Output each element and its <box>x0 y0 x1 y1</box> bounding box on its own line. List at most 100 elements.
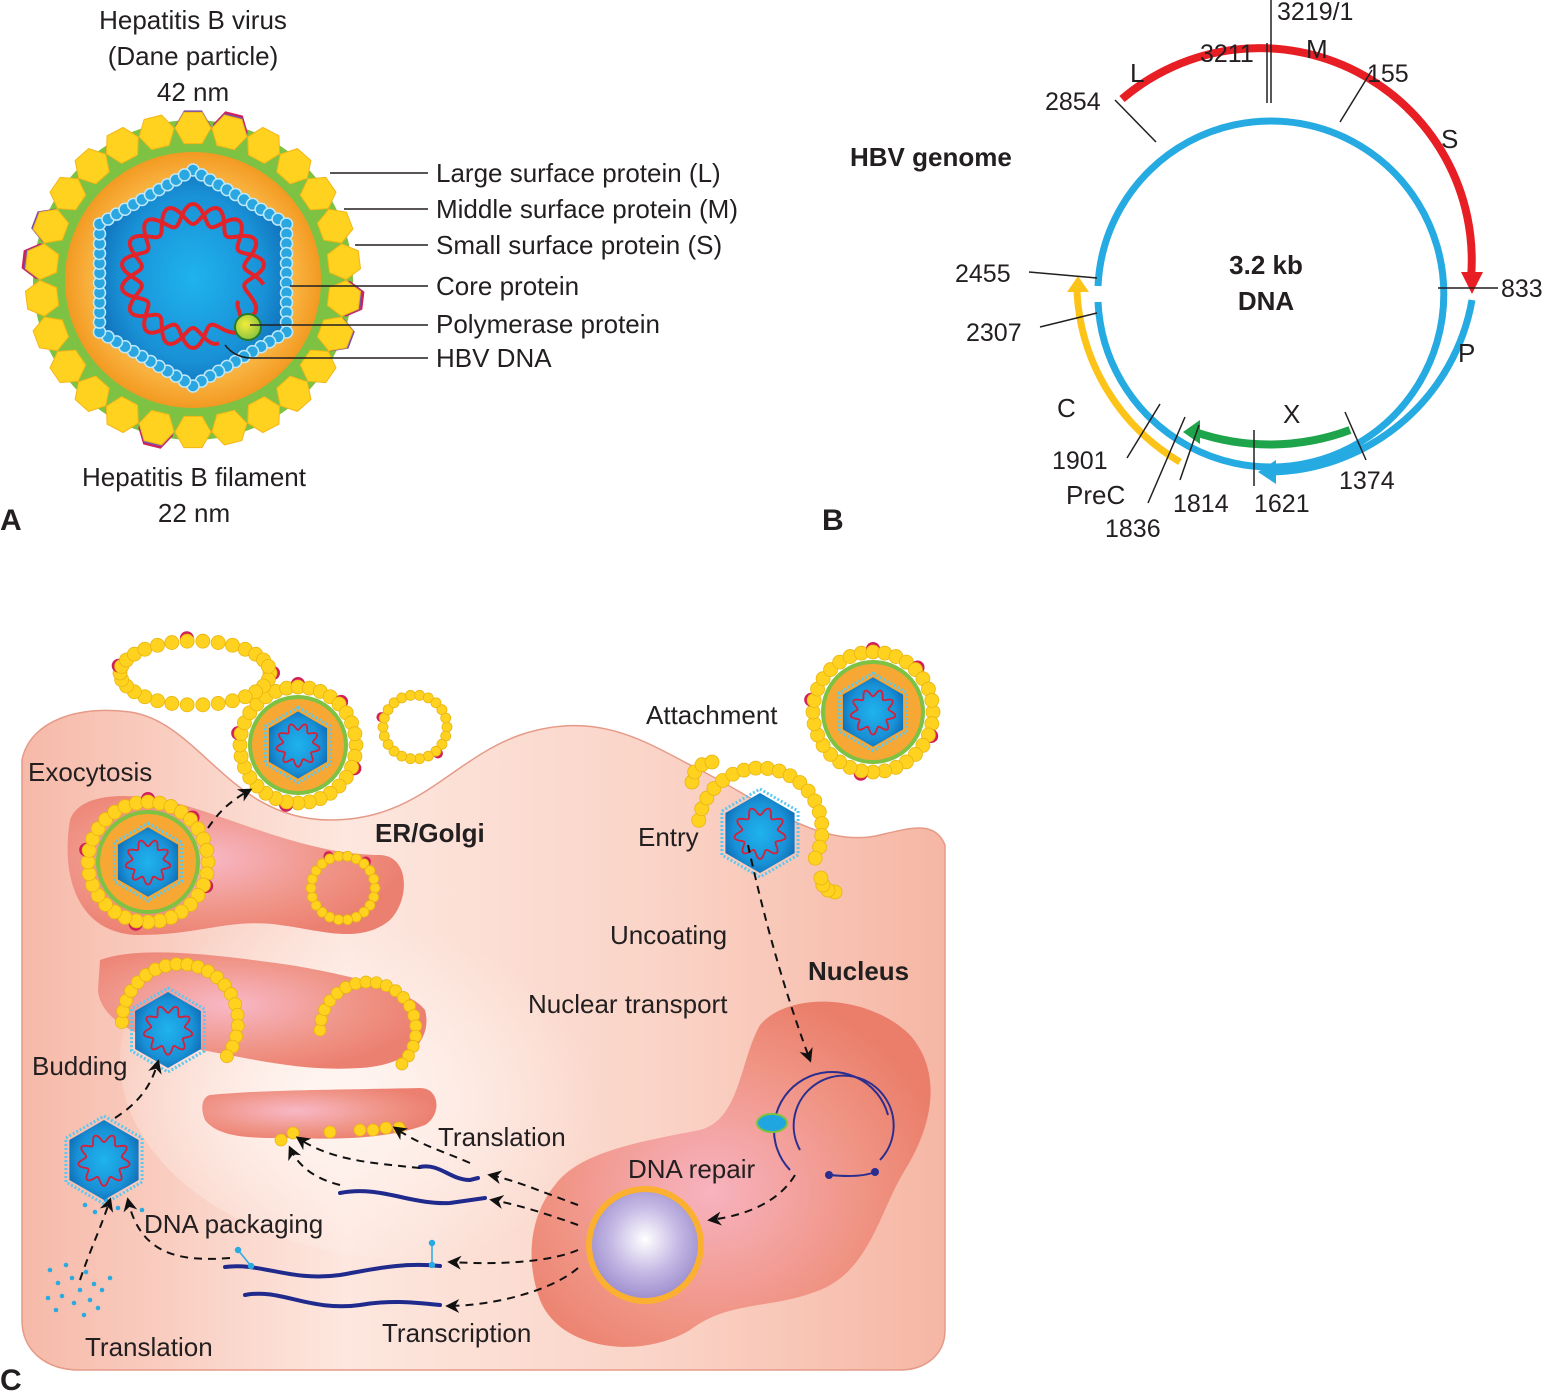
small-surface-protein <box>138 409 175 446</box>
hbv-dna-strand <box>124 839 172 886</box>
arrow-exocytosis <box>207 788 253 829</box>
pos-1374: 1374 <box>1339 467 1395 495</box>
small-surface-protein <box>299 176 337 211</box>
surface-protein-bead <box>305 882 317 894</box>
core-protein-bead <box>177 168 192 182</box>
surface-protein-bead <box>358 906 370 918</box>
entering-particle <box>684 754 843 900</box>
gene-x: X <box>1283 399 1300 429</box>
surface-protein-bead <box>807 850 823 866</box>
nucleocapsid <box>720 787 800 879</box>
nucleocapsid <box>64 1114 144 1206</box>
core-protein-dot <box>59 1293 65 1299</box>
surface-protein-bead <box>324 911 336 923</box>
small-surface-protein <box>211 409 248 446</box>
surface-protein-bead <box>274 1133 288 1147</box>
arrow-pgrna <box>447 1249 579 1270</box>
surface-protein-bead <box>210 696 226 711</box>
pos-2854: 2854 <box>1045 88 1101 116</box>
panel-a-letter: A <box>0 504 22 537</box>
panel-b-letter: B <box>822 504 844 537</box>
small-surface-protein <box>211 114 248 151</box>
core-protein-beads <box>92 163 294 393</box>
label-dna-repair: DNA repair <box>628 1154 755 1184</box>
genome-type-label: DNA <box>1238 286 1295 316</box>
arrow-mrna-1 <box>487 1170 579 1206</box>
small-surface-protein <box>174 111 212 145</box>
surface-protein-bead <box>316 906 328 918</box>
surface-protein-bead <box>353 1123 367 1137</box>
small-surface-protein <box>24 243 60 281</box>
gene-c: C <box>1057 393 1076 423</box>
label-uncoating: Uncoating <box>610 920 727 950</box>
label-nuclear-transport: Nuclear transport <box>528 989 728 1019</box>
virion-particles <box>64 631 941 1206</box>
cccdna-minichromosome <box>586 1186 704 1304</box>
core-protein-dot <box>83 1269 89 1275</box>
legend-core-protein: Core protein <box>436 271 579 301</box>
core-protein-dot <box>139 1207 145 1213</box>
genome-size-label: 3.2 kb <box>1229 250 1303 280</box>
hbv-dna-strand <box>275 723 321 768</box>
surface-protein-bead <box>704 754 720 770</box>
orf-x-arrowhead <box>1183 420 1200 444</box>
genome-position-labels: 3219/1 3211 155 2854 2455 2307 833 1901 … <box>955 0 1543 543</box>
arrow-packaging-core <box>79 1197 114 1281</box>
arrow-translation-1 <box>392 1126 471 1164</box>
legend-leader-lines <box>224 172 428 359</box>
dane-particle-title: Hepatitis B virus <box>99 5 287 35</box>
surface-protein-bead <box>388 745 400 757</box>
core-protein-dot <box>53 1307 59 1313</box>
legend-middle-surface-protein: Middle surface protein (M) <box>436 194 738 224</box>
pathway-arrows <box>79 788 813 1313</box>
core-protein-layer <box>112 821 184 903</box>
surface-protein-bead <box>210 635 226 650</box>
surface-protein-bead <box>368 873 380 885</box>
arrow-translation-2 <box>295 1136 421 1169</box>
arrow-mrna-2 <box>489 1195 579 1226</box>
panel-c-letter: C <box>0 1364 22 1394</box>
surface-protein-bead <box>364 899 376 911</box>
surface-protein-bead <box>237 689 253 705</box>
legend-polymerase-protein: Polymerase protein <box>436 309 660 339</box>
surface-protein-bead <box>179 633 195 649</box>
hbv-filament <box>111 631 280 713</box>
attaching-virion <box>804 642 941 781</box>
genome-position-ticks <box>1028 0 1498 504</box>
small-surface-protein <box>174 415 212 449</box>
surface-protein-bead <box>813 870 829 886</box>
core-protein-dot <box>71 1300 77 1306</box>
surface-protein-bead <box>286 1126 300 1140</box>
surface-protein-bead <box>379 1121 393 1135</box>
surface-protein-bead <box>422 692 434 704</box>
small-surface-protein <box>49 349 87 384</box>
surface-protein-bead <box>199 842 215 858</box>
gene-labels: L M S P C X PreC <box>1057 34 1475 510</box>
gene-m: M <box>1306 34 1328 64</box>
surface-protein-bead <box>395 1057 409 1071</box>
core-protein-dot <box>45 1295 51 1301</box>
surface-protein-bead <box>220 1049 234 1063</box>
hbv-genome-title: HBV genome <box>850 142 1012 172</box>
surface-protein-bead <box>430 745 442 757</box>
orf-s-envelope <box>1119 44 1476 279</box>
surface-protein-bead <box>260 658 276 674</box>
filament-size: 22 nm <box>158 498 230 528</box>
small-surface-protein <box>49 176 87 211</box>
core-protein-dot <box>82 1202 88 1208</box>
surface-protein-bead <box>195 697 211 713</box>
surface-protein-bead <box>137 641 153 657</box>
polymerase-on-rcdna <box>756 1113 788 1133</box>
arrow-dna-repair <box>707 1174 796 1226</box>
nucleocapsid <box>130 986 206 1074</box>
arrow-budding <box>114 1059 162 1119</box>
surface-protein-bead <box>388 697 400 709</box>
hbv-dna-strand <box>120 202 266 350</box>
panel-a: Hepatitis B virus (Dane particle) 42 nm … <box>0 5 738 537</box>
small-surface-protein <box>138 114 175 151</box>
surface-protein-bead <box>150 693 165 709</box>
small-surface-protein <box>316 208 354 244</box>
small-surface-protein <box>276 375 312 412</box>
surface-proteins <box>21 110 365 449</box>
core-protein-dot <box>91 1281 97 1287</box>
